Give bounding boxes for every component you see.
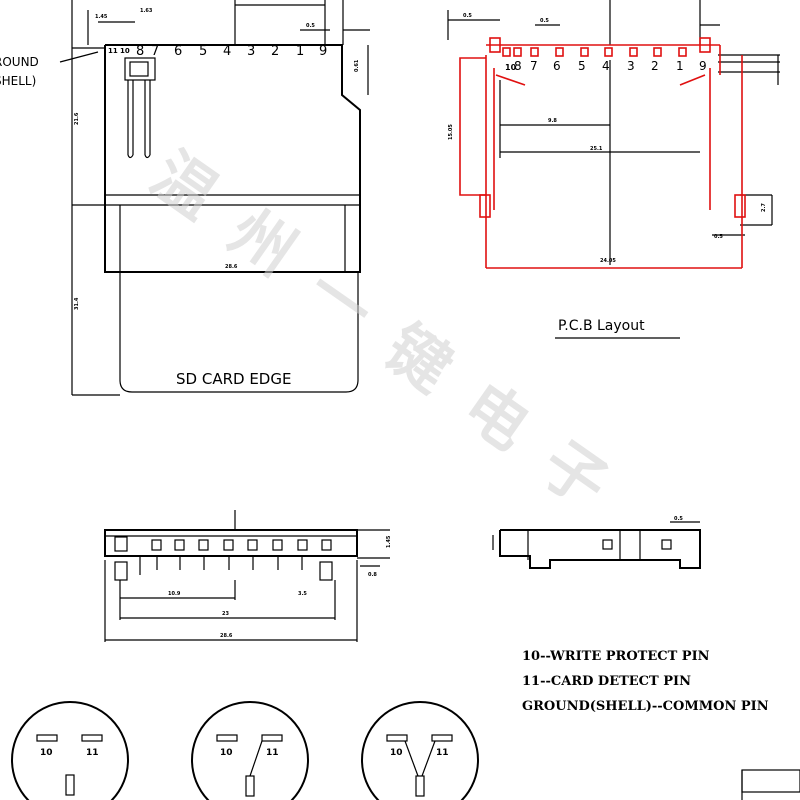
switch-state-3: 10 11: [361, 701, 479, 800]
pcb-pin-label-10: 10: [505, 63, 517, 72]
title-block: [741, 769, 800, 793]
pin-label-11: 11: [108, 47, 118, 55]
pcb-pin-label-6: 6: [553, 59, 561, 73]
pin-label-7: 7: [151, 44, 159, 59]
pin-label-5: 5: [199, 44, 207, 59]
switch1-pin-11: 11: [86, 748, 99, 758]
front-view: 1.45 0.8 10.9 23 28.6 3.5: [104, 510, 392, 642]
pin-label-6: 6: [174, 44, 182, 59]
pcb-pin-label-5: 5: [578, 59, 586, 73]
pcb-pin-label-7: 7: [530, 59, 538, 73]
svg-text:1.45: 1.45: [386, 535, 392, 548]
svg-text:2.7: 2.7: [761, 203, 767, 212]
pin-legend: 10--WRITE PROTECT PIN 11--CARD DETECT PI…: [522, 649, 769, 714]
top-view: 1.45 1.63 0.5 21.6 31.4 28.6 0.61 ROUND …: [0, 0, 370, 396]
svg-text:25.1: 25.1: [590, 146, 603, 152]
watermark-char-4: 键: [372, 311, 465, 406]
pin-label-3: 3: [247, 44, 255, 59]
svg-text:1.63: 1.63: [140, 8, 153, 14]
ground-label-line1: ROUND: [0, 55, 39, 69]
watermark: 温 州 一 键 电 子: [138, 138, 621, 522]
svg-text:23: 23: [222, 611, 229, 617]
pcb-pin-label-1: 1: [676, 59, 684, 73]
svg-text:0.5: 0.5: [306, 23, 315, 29]
pin-label-1: 1: [296, 44, 304, 59]
svg-text:3.5: 3.5: [298, 591, 307, 597]
pin-label-9: 9: [319, 44, 327, 59]
switch-state-1: 10 11: [11, 701, 129, 800]
switch3-pin-10: 10: [390, 748, 403, 758]
legend-ground-shell: GROUND(SHELL)--COMMON PIN: [522, 699, 769, 714]
legend-card-detect: 11--CARD DETECT PIN: [522, 674, 691, 689]
svg-text:0.5: 0.5: [714, 234, 723, 240]
pin-label-10: 10: [120, 47, 130, 55]
svg-text:24.05: 24.05: [600, 258, 616, 264]
pcb-layout-title: P.C.B Layout: [558, 318, 645, 334]
side-view: 0.5: [492, 516, 701, 569]
svg-text:28.6: 28.6: [225, 264, 238, 270]
svg-text:10.9: 10.9: [168, 591, 181, 597]
pcb-pin-label-2: 2: [651, 59, 659, 73]
svg-text:0.8: 0.8: [368, 572, 377, 578]
switch2-pin-11: 11: [266, 748, 279, 758]
svg-text:31.4: 31.4: [74, 297, 80, 310]
pin-label-2: 2: [271, 44, 279, 59]
switch-state-2: 10 11: [191, 701, 309, 800]
watermark-char-6: 子: [528, 427, 621, 522]
svg-text:0.5: 0.5: [540, 18, 549, 24]
pcb-pin-label-3: 3: [627, 59, 635, 73]
switch2-pin-10: 10: [220, 748, 233, 758]
svg-text:1.45: 1.45: [95, 14, 108, 20]
switch3-pin-11: 11: [436, 748, 449, 758]
svg-text:15.05: 15.05: [448, 124, 454, 140]
svg-text:21.6: 21.6: [74, 112, 80, 125]
ground-label-line2: SHELL): [0, 74, 36, 88]
watermark-char-1: 温: [138, 138, 231, 233]
pcb-pin-label-8: 8: [514, 59, 522, 73]
svg-text:9.8: 9.8: [548, 118, 557, 124]
svg-text:28.6: 28.6: [220, 633, 233, 639]
pcb-pin-label-4: 4: [602, 59, 610, 73]
watermark-char-5: 电: [450, 369, 543, 464]
svg-text:0.5: 0.5: [463, 13, 472, 19]
switch1-pin-10: 10: [40, 748, 53, 758]
pcb-layout: 0.5 0.5 9.8 25.1 24.05 0.5 2.7 15.05 1: [447, 0, 780, 339]
watermark-char-3: 一: [294, 253, 387, 348]
legend-write-protect: 10--WRITE PROTECT PIN: [522, 649, 710, 664]
pcb-pin-label-9: 9: [699, 59, 707, 73]
sd-card-edge-label: SD CARD EDGE: [176, 370, 291, 388]
watermark-char-2: 州: [216, 195, 309, 290]
pin-label-4: 4: [223, 44, 231, 59]
svg-text:0.5: 0.5: [674, 516, 683, 522]
svg-text:0.61: 0.61: [354, 59, 360, 72]
pin-label-8: 8: [136, 44, 144, 59]
